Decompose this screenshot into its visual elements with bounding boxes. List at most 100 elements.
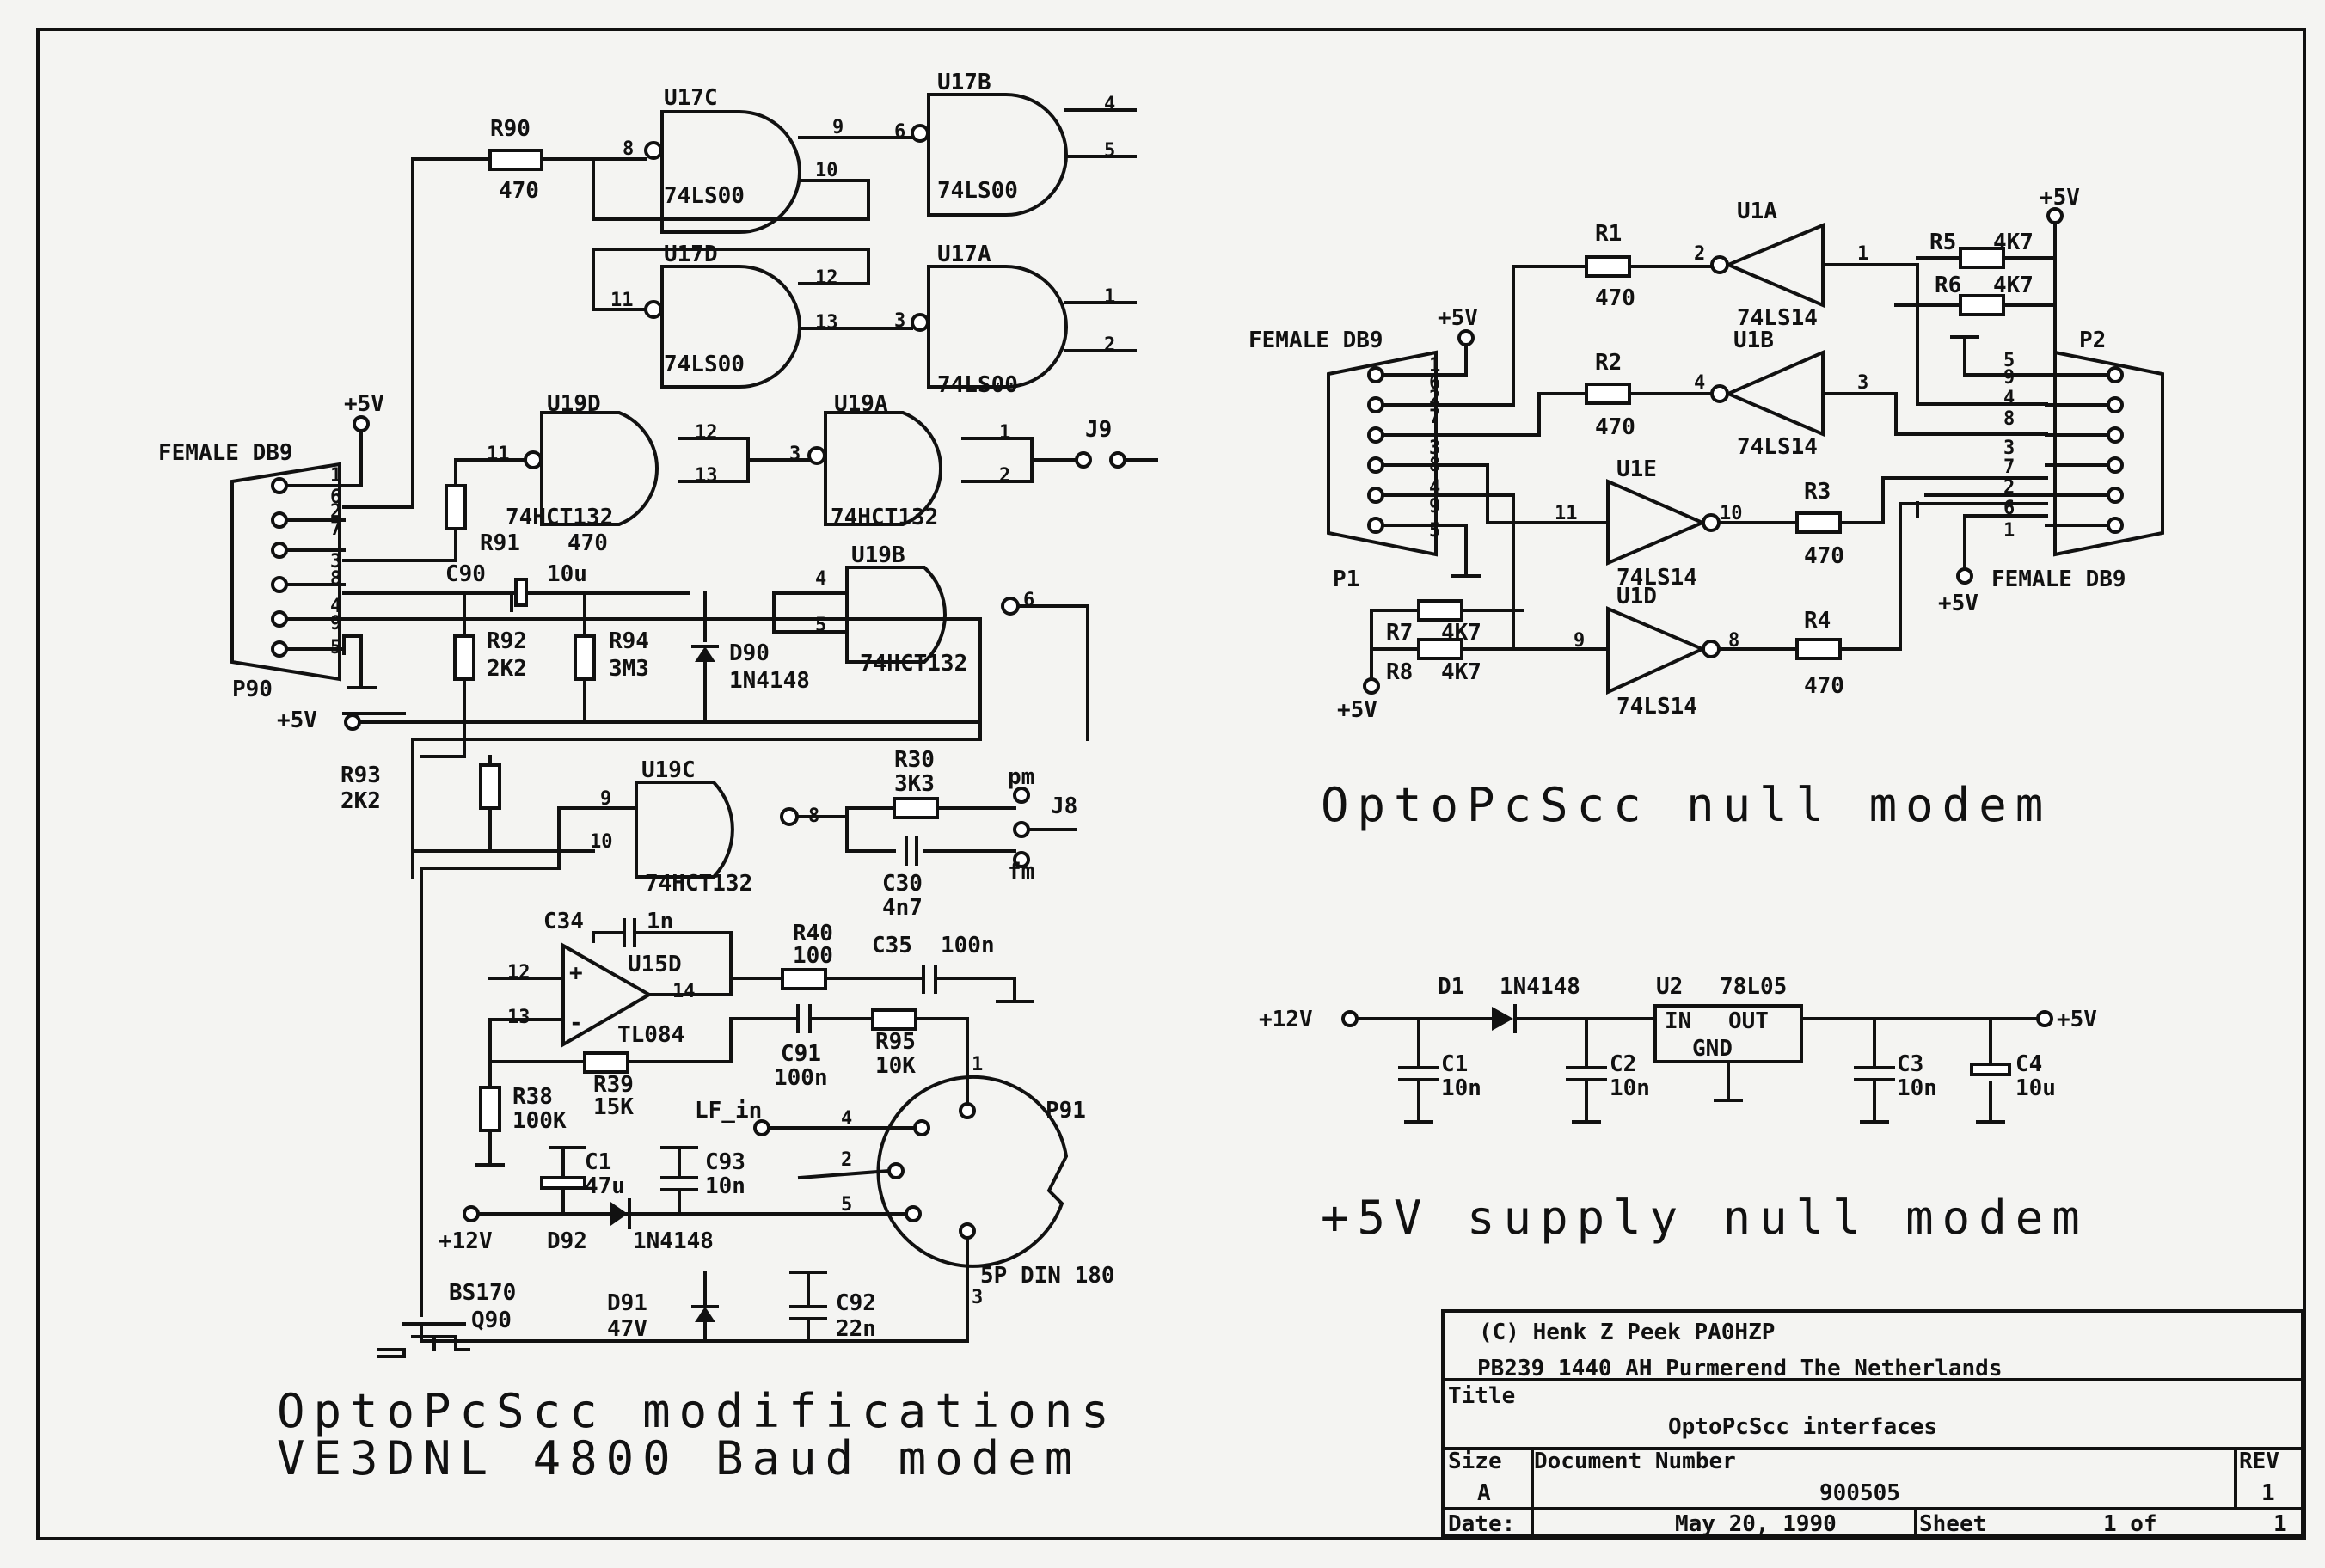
svg-text:470: 470 xyxy=(1804,543,1844,569)
svg-text:5P DIN 180: 5P DIN 180 xyxy=(980,1263,1115,1289)
svg-text:A: A xyxy=(1477,1480,1491,1506)
u17a-pin2: 2 xyxy=(1104,334,1115,356)
d1-symbol xyxy=(1492,1007,1513,1031)
r91-ref: R91 xyxy=(480,530,520,556)
svg-text:2: 2 xyxy=(1694,243,1705,265)
q90-mosfet: BS170 Q90 xyxy=(377,1280,516,1358)
u17d-pin12: 12 xyxy=(815,267,838,289)
svg-text:10: 10 xyxy=(590,831,613,853)
u1a-inverter: U1A 74LS14 2 1 xyxy=(1694,199,1868,331)
svg-text:+12V: +12V xyxy=(439,1228,493,1254)
svg-text:3: 3 xyxy=(972,1287,983,1308)
svg-text:4K7: 4K7 xyxy=(1993,273,2034,298)
u19c-ref: U19C xyxy=(641,757,696,783)
r93-body xyxy=(479,763,501,810)
svg-text:D1: D1 xyxy=(1438,974,1464,1000)
svg-text:9: 9 xyxy=(1574,630,1585,652)
u19b-type: 74HCT132 xyxy=(860,651,967,677)
svg-text:C34: C34 xyxy=(543,909,584,934)
svg-text:10n: 10n xyxy=(705,1173,745,1199)
r1-body xyxy=(1585,255,1631,278)
svg-text:1: 1 xyxy=(2273,1511,2287,1537)
svg-text:C30: C30 xyxy=(882,871,923,897)
svg-text:2: 2 xyxy=(2003,477,2015,499)
modem-title-line2: VE3DNL 4800 Baud modem xyxy=(277,1431,1081,1485)
svg-text:R93: R93 xyxy=(340,763,381,788)
svg-text:8: 8 xyxy=(1429,455,1440,476)
title-block: (C) Henk Z Peek PA0HZP PB239 1440 AH Pur… xyxy=(1441,1309,2304,1538)
svg-text:C1: C1 xyxy=(1441,1051,1468,1077)
svg-text:1: 1 xyxy=(972,1054,983,1075)
svg-text:+5V: +5V xyxy=(1938,591,1978,616)
p1-connector: FEMALE DB9 P1 1 6 2 7 3 8 4 9 5 xyxy=(1248,328,1446,592)
r6-body xyxy=(1959,294,2005,316)
svg-text:Date:: Date: xyxy=(1448,1511,1515,1537)
sheet-border xyxy=(36,28,2306,1540)
svg-text:U1B: U1B xyxy=(1733,328,1774,353)
svg-text:74LS14: 74LS14 xyxy=(1737,305,1818,331)
svg-text:R30: R30 xyxy=(894,747,935,773)
svg-text:9: 9 xyxy=(330,613,341,634)
u19d-pin13: 13 xyxy=(695,465,718,487)
svg-text:100: 100 xyxy=(793,943,833,969)
svg-text:78L05: 78L05 xyxy=(1720,974,1787,1000)
title-block-title: OptoPcScc interfaces xyxy=(1668,1414,1937,1440)
null-modem-title: OptoPcScc null modem xyxy=(1321,778,2052,832)
svg-text:1: 1 xyxy=(330,465,341,487)
u2-regulator: U2 78L05 IN OUT GND xyxy=(1653,974,1803,1063)
u17c-type: 74LS00 xyxy=(664,183,745,209)
svg-text:GND: GND xyxy=(1692,1036,1733,1062)
u19b-gate: U19B 74HCT132 4 5 6 xyxy=(815,542,1034,677)
svg-text:1n: 1n xyxy=(647,909,673,934)
r5-body xyxy=(1959,247,2005,269)
svg-text:3M3: 3M3 xyxy=(609,656,649,682)
svg-text:6: 6 xyxy=(330,487,341,508)
document-number: 900505 xyxy=(1819,1480,1900,1506)
svg-text:Q90: Q90 xyxy=(471,1308,512,1333)
svg-text:R38: R38 xyxy=(512,1084,553,1110)
svg-text:R5: R5 xyxy=(1929,230,1956,255)
u19d-ref: U19D xyxy=(547,391,601,417)
svg-text:4K7: 4K7 xyxy=(1441,620,1481,646)
u19a-ref: U19A xyxy=(834,391,888,417)
u17c-pin8: 8 xyxy=(623,138,634,160)
svg-text:1N4148: 1N4148 xyxy=(729,668,810,694)
address-text: PB239 1440 AH Purmerend The Netherlands xyxy=(1477,1356,2002,1381)
svg-text:4n7: 4n7 xyxy=(882,895,923,921)
svg-text:D91: D91 xyxy=(607,1290,647,1316)
r92-body xyxy=(453,634,475,681)
svg-text:5: 5 xyxy=(330,637,341,658)
svg-text:13: 13 xyxy=(507,1007,531,1028)
p90-connector: FEMALE DB9 P90 xyxy=(158,440,341,702)
r38-body xyxy=(479,1086,501,1132)
u17c-pin9: 9 xyxy=(832,117,844,138)
svg-text:4K7: 4K7 xyxy=(1993,230,2034,255)
svg-text:U1D: U1D xyxy=(1616,584,1657,609)
u1e-inverter: U1E 74LS14 11 10 xyxy=(1555,456,1743,591)
svg-text:1N4148: 1N4148 xyxy=(1500,974,1580,1000)
svg-text:R39: R39 xyxy=(593,1072,634,1098)
r91-val: 470 xyxy=(567,530,608,556)
svg-text:R6: R6 xyxy=(1935,273,1961,298)
u19d-type: 74HCT132 xyxy=(506,505,613,530)
u17a-pin1: 1 xyxy=(1104,286,1115,308)
r39-body xyxy=(583,1051,629,1074)
svg-text:2K2: 2K2 xyxy=(340,788,381,814)
svg-text:C35: C35 xyxy=(872,933,912,959)
svg-text:2: 2 xyxy=(1429,388,1440,409)
r2-body xyxy=(1585,383,1631,405)
svg-text:7: 7 xyxy=(1429,407,1440,428)
svg-text:2K2: 2K2 xyxy=(487,656,527,682)
svg-text:12: 12 xyxy=(507,962,531,983)
svg-text:+5V: +5V xyxy=(1438,305,1478,331)
svg-text:D90: D90 xyxy=(729,640,770,666)
svg-text:4: 4 xyxy=(815,568,826,590)
svg-text:REV: REV xyxy=(2239,1449,2279,1474)
svg-text:Sheet: Sheet xyxy=(1919,1511,1986,1537)
svg-text:47V: 47V xyxy=(607,1316,647,1342)
u17d-pin13: 13 xyxy=(815,312,838,334)
u19a-pin3: 3 xyxy=(789,444,801,465)
svg-text:2: 2 xyxy=(330,501,341,523)
